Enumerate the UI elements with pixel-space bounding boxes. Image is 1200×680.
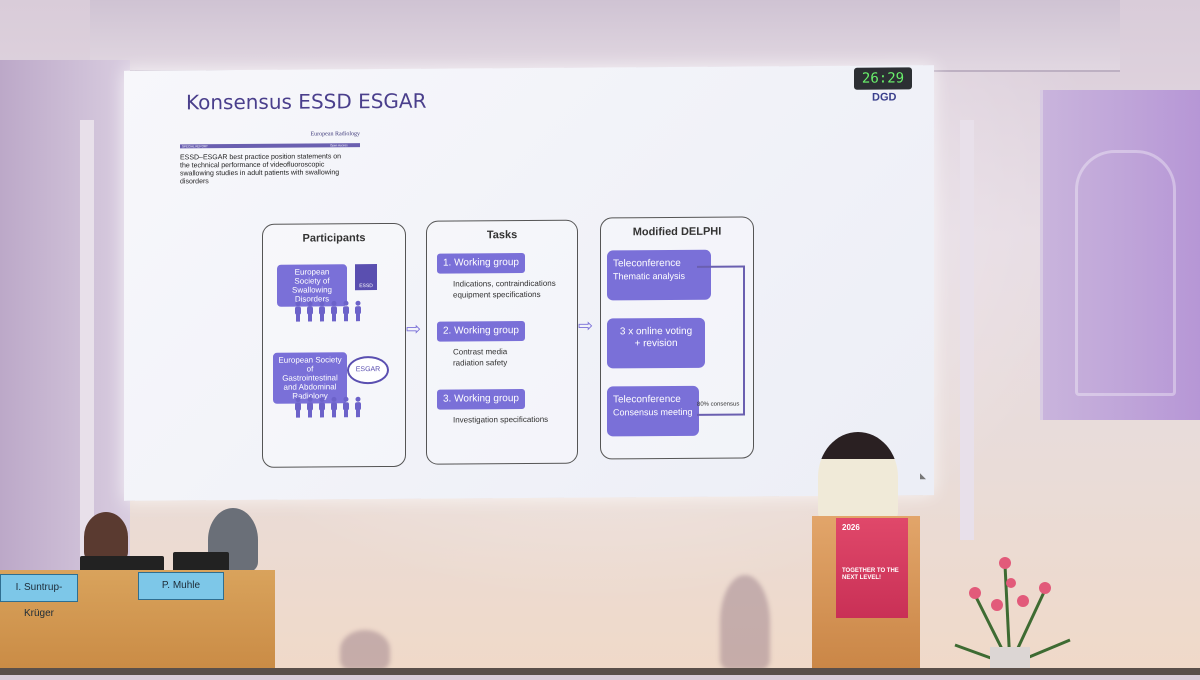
dgd-logo: DGD [872, 91, 897, 104]
delphi-step-1-title: Teleconference [613, 257, 681, 270]
paper-tag-right: Open Access [330, 143, 348, 148]
tasks-box: Tasks 1. Working group Indications, cont… [426, 219, 578, 465]
panelist-left [84, 512, 128, 562]
working-group-1-desc2: equipment specifications [453, 289, 541, 300]
delphi-step-3-sub: Consensus meeting [613, 406, 693, 418]
right-wall-relief [1075, 150, 1176, 396]
paper-tag-left: SPECIAL REPORT [182, 144, 208, 149]
arrow-right-icon: ⇨ [578, 315, 594, 336]
panel-shadow [340, 630, 390, 670]
working-group-1-desc1: Indications, contraindications [453, 278, 556, 289]
participants-box: Participants European Society of Swallow… [262, 222, 406, 468]
consensus-label: 80% consensus [697, 401, 740, 408]
working-group-3-desc1: Investigation specifications [453, 414, 549, 425]
delphi-step-2: 3 x online voting + revision [607, 317, 705, 369]
nameplate-left: I. Suntrup-Krüger [0, 574, 78, 619]
delphi-step-2-sub: + revision [634, 337, 678, 350]
delphi-box: Modified DELPHI Teleconference Thematic … [600, 216, 754, 460]
presentation-slide: Konsensus ESSD ESGAR 26:29 DGD European … [124, 65, 934, 501]
person-group-icon [293, 300, 365, 328]
paper-title: ESSD–ESGAR best practice position statem… [180, 153, 342, 186]
speaker [818, 432, 898, 522]
left-column [80, 120, 94, 560]
arrow-right-icon: ⇨ [406, 318, 422, 339]
congress-banner: 2026 TOGETHER TO THE NEXT LEVEL! [836, 518, 908, 618]
speaker-timer: 26:29 [854, 67, 912, 90]
working-group-2-desc2: radiation safety [453, 358, 508, 368]
tasks-heading: Tasks [486, 229, 518, 242]
working-group-2-desc1: Contrast media [453, 347, 508, 357]
working-group-3: 3. Working group [437, 389, 525, 410]
pointer-cursor-icon [920, 473, 926, 480]
delphi-step-3: Teleconference Consensus meeting [607, 385, 699, 437]
banner-year: 2026 [842, 523, 860, 532]
slide-title: Konsensus ESSD ESGAR [186, 88, 427, 115]
essd-logo: ESSD [355, 264, 377, 291]
esgar-logo: ESGAR [347, 355, 389, 385]
feedback-loop-line [697, 265, 745, 416]
flower-arrangement [935, 535, 1085, 675]
speaker-shadow [720, 575, 770, 670]
delphi-step-1: Teleconference Thematic analysis [607, 249, 711, 301]
delphi-heading: Modified DELPHI [632, 225, 722, 239]
banner-slogan: TOGETHER TO THE NEXT LEVEL! [842, 568, 899, 581]
paper-thumbnail: European Radiology SPECIAL REPORT Open A… [180, 131, 360, 212]
person-group-icon [293, 396, 365, 424]
working-group-1: 1. Working group [437, 253, 525, 274]
ceiling-molding [90, 0, 1120, 72]
nameplate-right: P. Muhle [138, 572, 224, 600]
delphi-step-1-sub: Thematic analysis [613, 270, 686, 282]
stage-floor [0, 668, 1200, 675]
delphi-step-2-title: 3 x online voting [619, 325, 693, 338]
right-column [960, 120, 974, 540]
delphi-step-3-title: Teleconference [613, 393, 681, 406]
paper-journal: European Radiology [310, 131, 361, 138]
participants-heading: Participants [302, 232, 366, 245]
working-group-2: 2. Working group [437, 321, 525, 342]
dgd-badge: 26:29 DGD [854, 67, 912, 104]
